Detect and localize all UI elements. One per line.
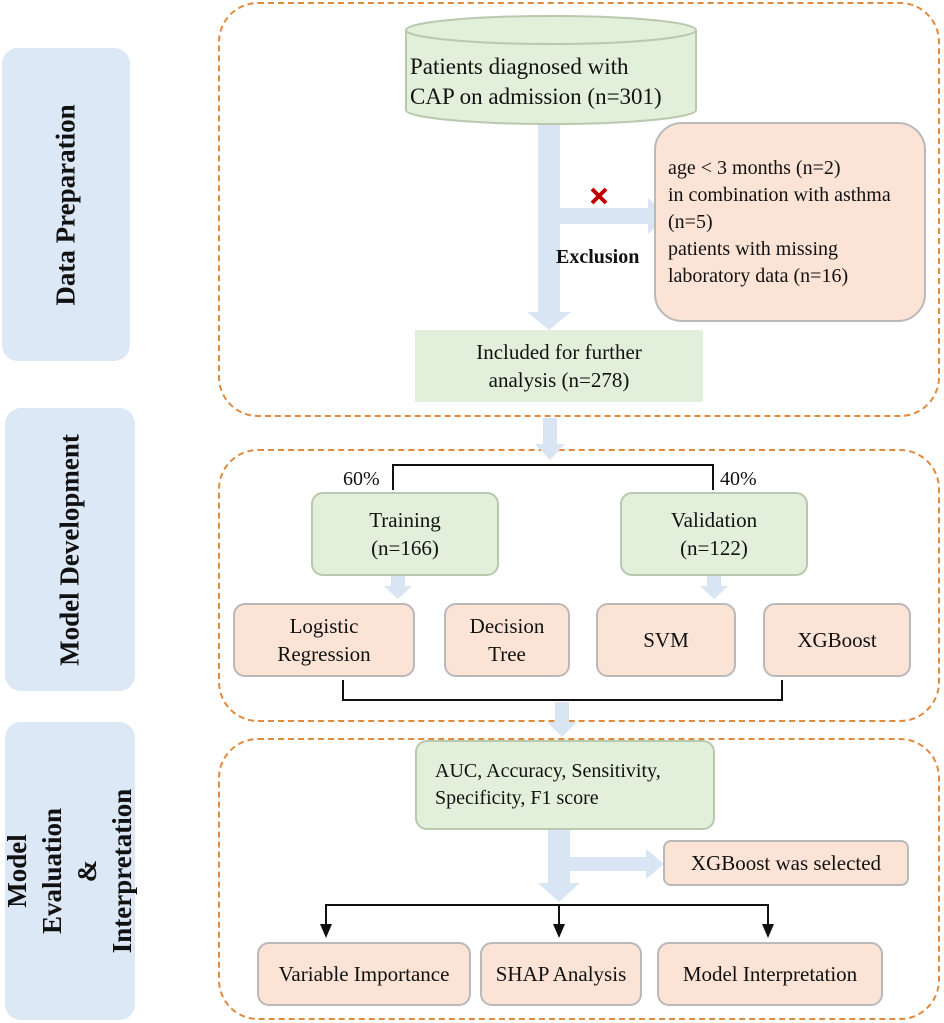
data-preparation-panel xyxy=(218,2,940,417)
stage-arrow-2-head xyxy=(547,722,577,737)
exclusion-criteria-text: age < 3 months (n=2) in combination with… xyxy=(668,156,891,287)
output-variable-importance: Variable Importance xyxy=(257,942,471,1006)
selected-model-box: XGBoost was selected xyxy=(663,840,909,886)
validation-text: Validation (n=122) xyxy=(670,507,758,560)
model-label: Logistic Regression xyxy=(277,613,371,666)
output-arrow-center xyxy=(553,924,565,938)
output-label: SHAP Analysis xyxy=(495,961,627,986)
model-xgboost: XGBoost xyxy=(763,603,911,677)
output-arrow-right xyxy=(762,924,774,938)
patients-text: Patients diagnosed with CAP on admission… xyxy=(410,54,662,109)
stage-model-development: Model Development xyxy=(5,408,135,691)
model-decision-tree: Decision Tree xyxy=(444,603,570,677)
included-box: Included for further analysis (n=278) xyxy=(415,330,703,402)
stage-model-evaluation: Model Evaluation & Interpretation xyxy=(2,722,137,1020)
exclusion-label: Exclusion xyxy=(556,246,640,268)
training-percent: 60% xyxy=(343,468,380,490)
selected-model-text: XGBoost was selected xyxy=(690,850,882,875)
validation-arrow-head xyxy=(700,586,728,599)
training-arrow-shaft xyxy=(391,576,405,588)
metrics-text: AUC, Accuracy, Sensitivity, Specificity,… xyxy=(435,760,661,809)
training-arrow-head xyxy=(384,586,412,599)
models-bracket xyxy=(342,680,783,701)
stage-arrow-1-shaft xyxy=(543,418,557,446)
metrics-arrow-shaft xyxy=(548,829,570,885)
model-development-panel xyxy=(218,449,940,722)
metrics-arrow-head xyxy=(538,883,580,902)
validation-box: Validation (n=122) xyxy=(620,492,808,576)
stage-arrow-1-head xyxy=(535,444,565,460)
outputs-bracket xyxy=(325,904,769,925)
model-logistic-regression: Logistic Regression xyxy=(233,603,415,677)
stage-arrow-2-shaft xyxy=(555,702,569,724)
model-label: Decision Tree xyxy=(469,613,545,666)
exclusion-x-icon xyxy=(590,187,608,205)
selected-arrow-head xyxy=(646,849,664,879)
model-label: XGBoost xyxy=(797,627,877,652)
stage-data-preparation: Data Preparation xyxy=(2,48,130,361)
selected-arrow-shaft xyxy=(568,857,648,871)
validation-percent: 40% xyxy=(720,468,757,490)
split-bracket xyxy=(392,464,714,490)
flow-arrow-shaft xyxy=(538,122,560,314)
included-text: Included for further analysis (n=278) xyxy=(476,339,642,392)
training-box: Training (n=166) xyxy=(311,492,499,576)
exclusion-arrow-shaft xyxy=(558,208,650,224)
output-label: Model Interpretation xyxy=(682,961,858,986)
metrics-box: AUC, Accuracy, Sensitivity, Specificity,… xyxy=(415,740,715,830)
output-label: Variable Importance xyxy=(278,961,450,986)
validation-arrow-shaft xyxy=(707,576,721,588)
output-model-interpretation: Model Interpretation xyxy=(657,942,883,1006)
model-svm: SVM xyxy=(596,603,736,677)
training-text: Training (n=166) xyxy=(369,507,441,560)
output-shap-analysis: SHAP Analysis xyxy=(480,942,642,1006)
flow-arrow-head xyxy=(527,312,571,330)
output-arrow-left xyxy=(320,924,332,938)
model-evaluation-panel xyxy=(218,738,940,1020)
model-label: SVM xyxy=(643,627,689,652)
exclusion-criteria-box: age < 3 months (n=2) in combination with… xyxy=(654,122,926,322)
